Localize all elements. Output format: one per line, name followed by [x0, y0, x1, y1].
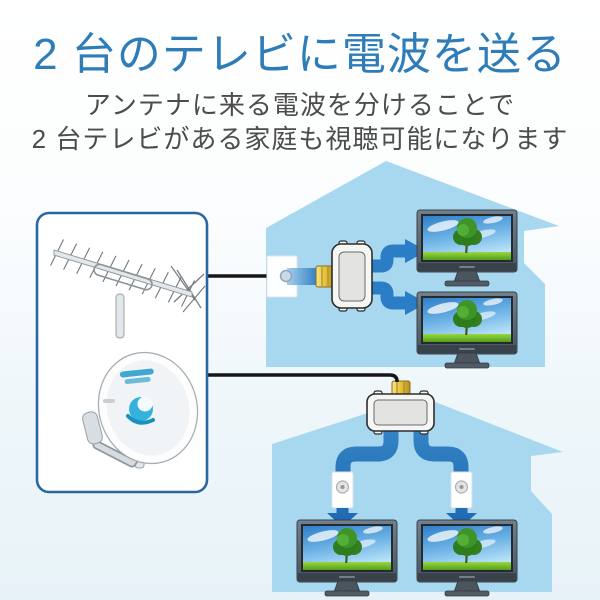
- arrow-head-icon: [405, 291, 427, 315]
- splitter-2: [366, 380, 435, 435]
- wall-outlet-bottom-right: [450, 471, 473, 509]
- coax-cable-2: [208, 373, 399, 382]
- pipe-right: [413, 424, 469, 478]
- subtitle-line-1: アンテナに来る電波を分けることで: [84, 90, 516, 120]
- tv: [416, 209, 518, 287]
- split-arrow-up: [371, 239, 427, 273]
- dish-bracket: [82, 411, 103, 445]
- tv: [296, 519, 398, 597]
- tv: [416, 519, 518, 597]
- lnb-icon: [126, 396, 155, 425]
- page-title: 2 台のテレビに電波を送る: [33, 30, 567, 79]
- coax-tube: [287, 268, 318, 285]
- tv-group: [296, 209, 518, 597]
- yagi-antenna-icon: [50, 239, 206, 339]
- antenna-box: [35, 211, 209, 494]
- split-arrow-down: [371, 281, 427, 315]
- arrow-head-icon: [405, 239, 427, 263]
- cable-plug-icon: [279, 269, 293, 283]
- tv: [416, 291, 518, 369]
- splitter-1: [315, 240, 373, 312]
- dish-logo: [119, 368, 154, 385]
- subtitle-line-2: 2 台テレビがある家庭も視聴可能になります: [31, 124, 569, 154]
- wall-outlet-bottom-left: [331, 471, 354, 509]
- bs-dish-antenna-icon: [82, 351, 199, 469]
- pipe-left: [335, 424, 399, 478]
- page-subtitle: アンテナに来る電波を分けることで 2 台テレビがある家庭も視聴可能になります: [0, 88, 600, 156]
